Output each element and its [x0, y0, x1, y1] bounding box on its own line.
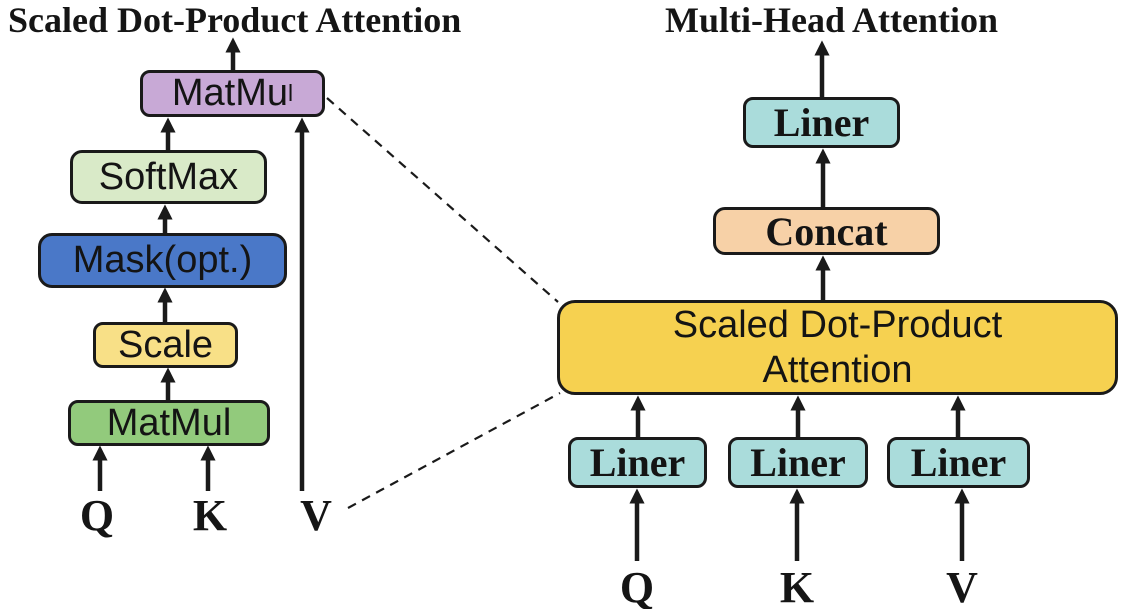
- node-scale: Scale: [93, 322, 238, 368]
- node-label-line2: Attention: [762, 348, 913, 391]
- node-mask-opt: Mask(opt.): [38, 233, 287, 288]
- node-linear-v: Liner: [887, 437, 1030, 488]
- node-concat: Concat: [713, 207, 940, 255]
- input-label-v-right: V: [946, 563, 978, 609]
- node-softmax: SoftMax: [70, 150, 267, 204]
- node-label-line1: Scaled Dot-Product: [672, 303, 1003, 346]
- input-label-q-right: Q: [619, 563, 655, 609]
- node-linear-output: Liner: [743, 97, 900, 148]
- left-diagram-title: Scaled Dot-Product Attention: [8, 0, 462, 40]
- dashed-link-top: [326, 97, 559, 303]
- node-linear-q: Liner: [568, 437, 707, 488]
- node-linear-k: Liner: [728, 437, 868, 488]
- input-label-q-left: Q: [79, 491, 115, 540]
- node-label: MatMu: [171, 72, 289, 114]
- right-diagram-title: Multi-Head Attention: [665, 0, 998, 40]
- input-label-k-right: K: [779, 563, 815, 609]
- input-label-v-left: V: [300, 491, 332, 540]
- node-scaled-dot-product-attention: Scaled Dot-Product Attention: [557, 300, 1118, 395]
- input-label-k-left: K: [192, 491, 228, 540]
- node-label-suffix: l: [288, 80, 294, 107]
- node-matmul-qk: MatMul: [68, 400, 270, 446]
- dashed-link-bottom: [347, 392, 561, 509]
